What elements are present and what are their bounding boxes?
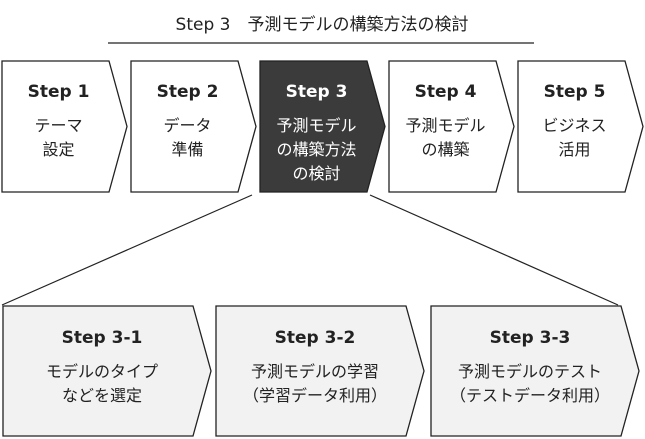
step-description-line: 活用 [558, 140, 590, 159]
step-shape [130, 60, 257, 193]
step-chevron-4: Step 4 予測モデルの構築 [388, 60, 515, 193]
zoom-line-left [1, 194, 253, 306]
substep-shape [2, 305, 212, 437]
step-description-line: の構築方法 [276, 140, 356, 159]
step-label: Step 1 [28, 82, 90, 102]
substep-chevron-3: Step 3-3 予測モデルのテスト （テストデータ利用） [430, 305, 640, 437]
substep-description-line: モデルのタイプ [46, 362, 158, 381]
step-label: Step 4 [415, 82, 477, 102]
step-label: Step 5 [544, 82, 606, 102]
step-shape [1, 60, 128, 193]
step-description-line: の構築 [421, 140, 469, 159]
step-label: Step 2 [157, 82, 219, 102]
substep-description-line: 予測モデルのテスト [458, 362, 602, 381]
substep-label: Step 3-2 [275, 328, 356, 348]
page-title: Step 3 予測モデルの構築方法の検討 [176, 14, 469, 35]
zoom-line-right [369, 194, 619, 306]
step-description-line: 設定 [42, 140, 74, 159]
substep-chevron-2: Step 3-2 予測モデルの学習 （学習データ利用） [215, 305, 425, 437]
step-description-line: 予測モデル [276, 116, 356, 135]
step-description-line: データ [163, 116, 211, 135]
step-description-line: 準備 [171, 140, 203, 159]
step-label: Step 3 [286, 82, 348, 102]
substep-description-line: （テストデータ利用） [450, 386, 610, 405]
substep-shape [215, 305, 425, 437]
substep-label: Step 3-3 [490, 328, 571, 348]
step-shape [259, 60, 386, 193]
step-description-line: テーマ [34, 116, 82, 135]
substep-description-line: （学習データ利用） [243, 386, 387, 405]
substep-label: Step 3-1 [62, 328, 143, 348]
step-shape [517, 60, 644, 193]
step-description-line: ビジネス [542, 116, 606, 135]
step-description-line: の検討 [292, 164, 340, 183]
step-chevron-3: Step 3 予測モデルの構築方法の検討 [259, 60, 386, 193]
step-description-line: 予測モデル [405, 116, 485, 135]
step-shape [388, 60, 515, 193]
substep-description-line: 予測モデルの学習 [251, 362, 379, 381]
substep-shape [430, 305, 640, 437]
substep-description-line: などを選定 [62, 386, 142, 405]
